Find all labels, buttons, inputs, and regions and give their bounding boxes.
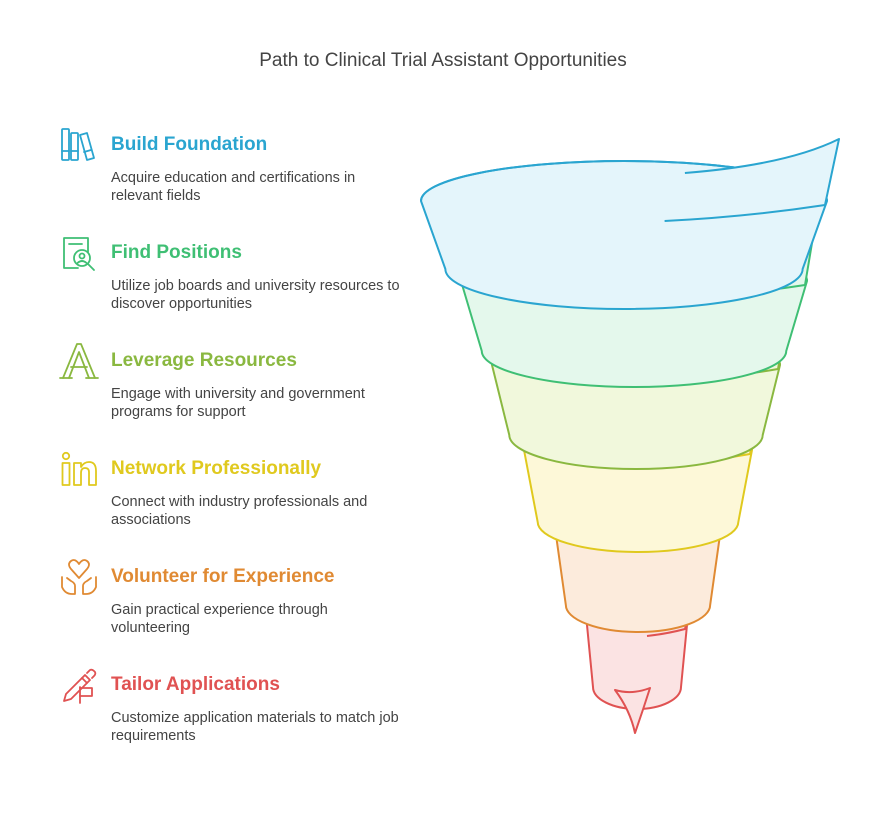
step-title: Find Positions (111, 242, 242, 263)
step-title: Build Foundation (111, 134, 268, 155)
funnel-tip (614, 687, 651, 734)
linkedin-icon (58, 448, 100, 490)
step-description: Connect with industry professionals and … (111, 494, 368, 528)
funnel-band-build-foundation (420, 138, 840, 310)
funnel-band-build-foundation-ribbon (664, 138, 840, 222)
spiral-funnel-graphic (420, 138, 840, 734)
step-description: Engage with university and government pr… (111, 386, 365, 420)
step-title: Volunteer for Experience (111, 566, 335, 587)
step-description: Customize application materials to match… (111, 710, 399, 744)
step-leverage-resources: Leverage Resources Engage with universit… (58, 340, 408, 440)
step-volunteer-for-experience: Volunteer for Experience Gain practical … (58, 556, 408, 656)
step-find-positions: Find Positions Utilize job boards and un… (58, 232, 408, 332)
job-search-icon (58, 232, 100, 274)
spiral-funnel (410, 135, 850, 745)
step-title: Leverage Resources (111, 350, 297, 371)
letter-a-icon (58, 340, 100, 382)
step-title: Tailor Applications (111, 674, 280, 695)
step-tailor-applications: Tailor Applications Customize applicatio… (58, 664, 408, 764)
books-icon (58, 124, 100, 166)
step-build-foundation: Build Foundation Acquire education and c… (58, 124, 408, 224)
step-description: Utilize job boards and university resour… (111, 278, 400, 312)
step-network-professionally: Network Professionally Connect with indu… (58, 448, 408, 548)
step-title: Network Professionally (111, 458, 322, 479)
pen-flag-icon (58, 664, 100, 706)
heart-hands-icon (58, 556, 100, 598)
step-description: Gain practical experience through volunt… (111, 602, 328, 636)
diagram-title: Path to Clinical Trial Assistant Opportu… (259, 50, 627, 71)
step-description: Acquire education and certifications in … (111, 170, 356, 204)
